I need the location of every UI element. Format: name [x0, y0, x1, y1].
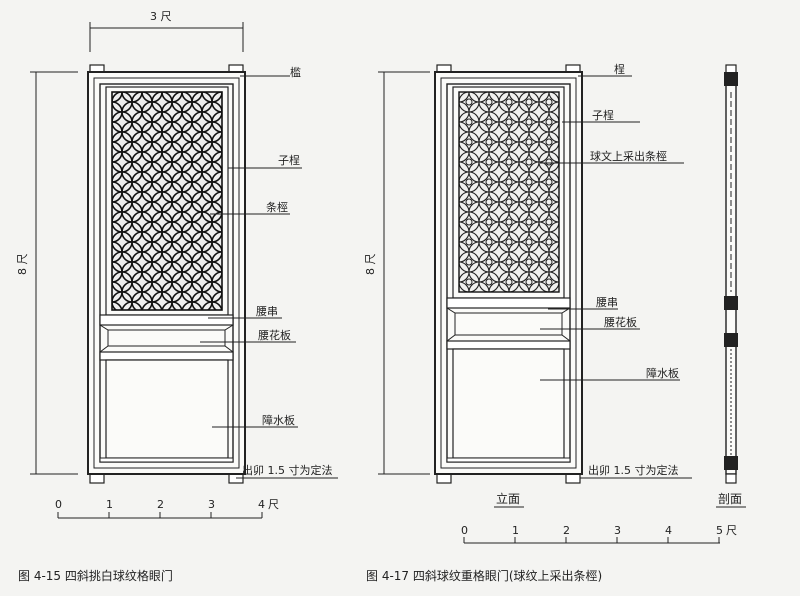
left-door: 3 尺 8 尺 槛 子桯	[16, 10, 338, 583]
right-bottom-tenon-r	[565, 473, 581, 484]
right-height-label: 8 尺	[364, 254, 377, 276]
right-label-tenon: 出卯 1.5 寸为定法	[588, 463, 679, 477]
right-scale-tick-0: 0	[461, 524, 468, 537]
right-waist-panel	[454, 312, 563, 336]
left-label-frame: 槛	[290, 65, 301, 79]
left-waist-panel	[107, 329, 226, 347]
left-scale-tick-0: 0	[55, 498, 62, 511]
section-view: 剖面	[716, 64, 746, 508]
section-waist-rail	[724, 296, 738, 310]
section-top-rail	[724, 72, 738, 86]
left-scale-unit: 尺	[268, 498, 279, 511]
left-scale-bar: 0 1 2 3 4 尺	[55, 498, 279, 519]
right-scale-tick-1: 1	[512, 524, 519, 537]
right-caption: 图 4-17 四斜球纹重格眼门(球纹上采出条桱)	[366, 568, 602, 583]
right-view-elevation: 立面	[496, 491, 520, 506]
left-scale-tick-2: 2	[157, 498, 164, 511]
right-lower-rail	[446, 340, 571, 350]
left-scale-tick-1: 1	[106, 498, 113, 511]
right-height-dimension: 8 尺	[364, 71, 430, 475]
left-bottom-rail	[99, 457, 234, 463]
right-bottom-tenon-l	[436, 473, 452, 484]
left-bottom-panel	[105, 359, 229, 459]
left-label-waist-panel: 腰花板	[258, 328, 291, 342]
right-scale-tick-5: 5	[716, 524, 723, 537]
right-label-bottom-panel: 障水板	[646, 366, 679, 380]
left-label-waist-rail: 腰串	[256, 305, 278, 318]
right-waist-rail	[446, 297, 571, 309]
left-caption: 图 4-15 四斜挑白球纹格眼门	[18, 568, 173, 583]
right-door: 8 尺 桯 子桯 球文上采出条桱 腰串 腰花板 障水板 出卯 1.5 寸	[364, 62, 692, 508]
right-bottom-rail	[446, 457, 571, 463]
left-height-label: 8 尺	[16, 254, 29, 276]
left-label-sub-frame: 子桯	[278, 153, 300, 167]
left-lattice	[111, 91, 223, 311]
right-scale-unit: 尺	[726, 524, 737, 537]
section-lower-rail	[724, 333, 738, 347]
section-view-label: 剖面	[718, 492, 742, 506]
right-scale-tick-4: 4	[665, 524, 672, 537]
right-label-waist-panel: 腰花板	[604, 315, 637, 329]
left-lower-rail	[99, 351, 234, 361]
section-bottom-rail	[724, 456, 738, 470]
right-scale-tick-2: 2	[563, 524, 570, 537]
left-label-bottom-panel: 障水板	[262, 413, 295, 427]
left-width-dimension: 3 尺	[89, 10, 244, 52]
left-width-label: 3 尺	[150, 10, 172, 23]
left-frame-inner-line	[93, 77, 240, 469]
right-label-sub-frame: 子桯	[592, 108, 614, 122]
left-waist-rail	[99, 314, 234, 326]
left-height-dimension: 8 尺	[16, 71, 78, 475]
right-frame-inner-line	[440, 77, 577, 469]
left-scale-tick-3: 3	[208, 498, 215, 511]
right-lattice	[458, 91, 560, 293]
left-label-tiao: 条桱	[266, 200, 288, 214]
right-label-waist-rail: 腰串	[596, 296, 618, 309]
left-label-tenon: 出卯 1.5 寸为定法	[242, 463, 333, 477]
right-label-frame: 桯	[614, 62, 625, 76]
right-scale-tick-3: 3	[614, 524, 621, 537]
right-label-ball-note: 球文上采出条桱	[590, 149, 667, 163]
left-scale-tick-4: 4	[258, 498, 265, 511]
right-bottom-panel	[452, 348, 565, 459]
left-bottom-tenon-l	[89, 473, 105, 484]
right-scale-bar: 0 1 2 3 4 5 尺	[461, 524, 737, 544]
